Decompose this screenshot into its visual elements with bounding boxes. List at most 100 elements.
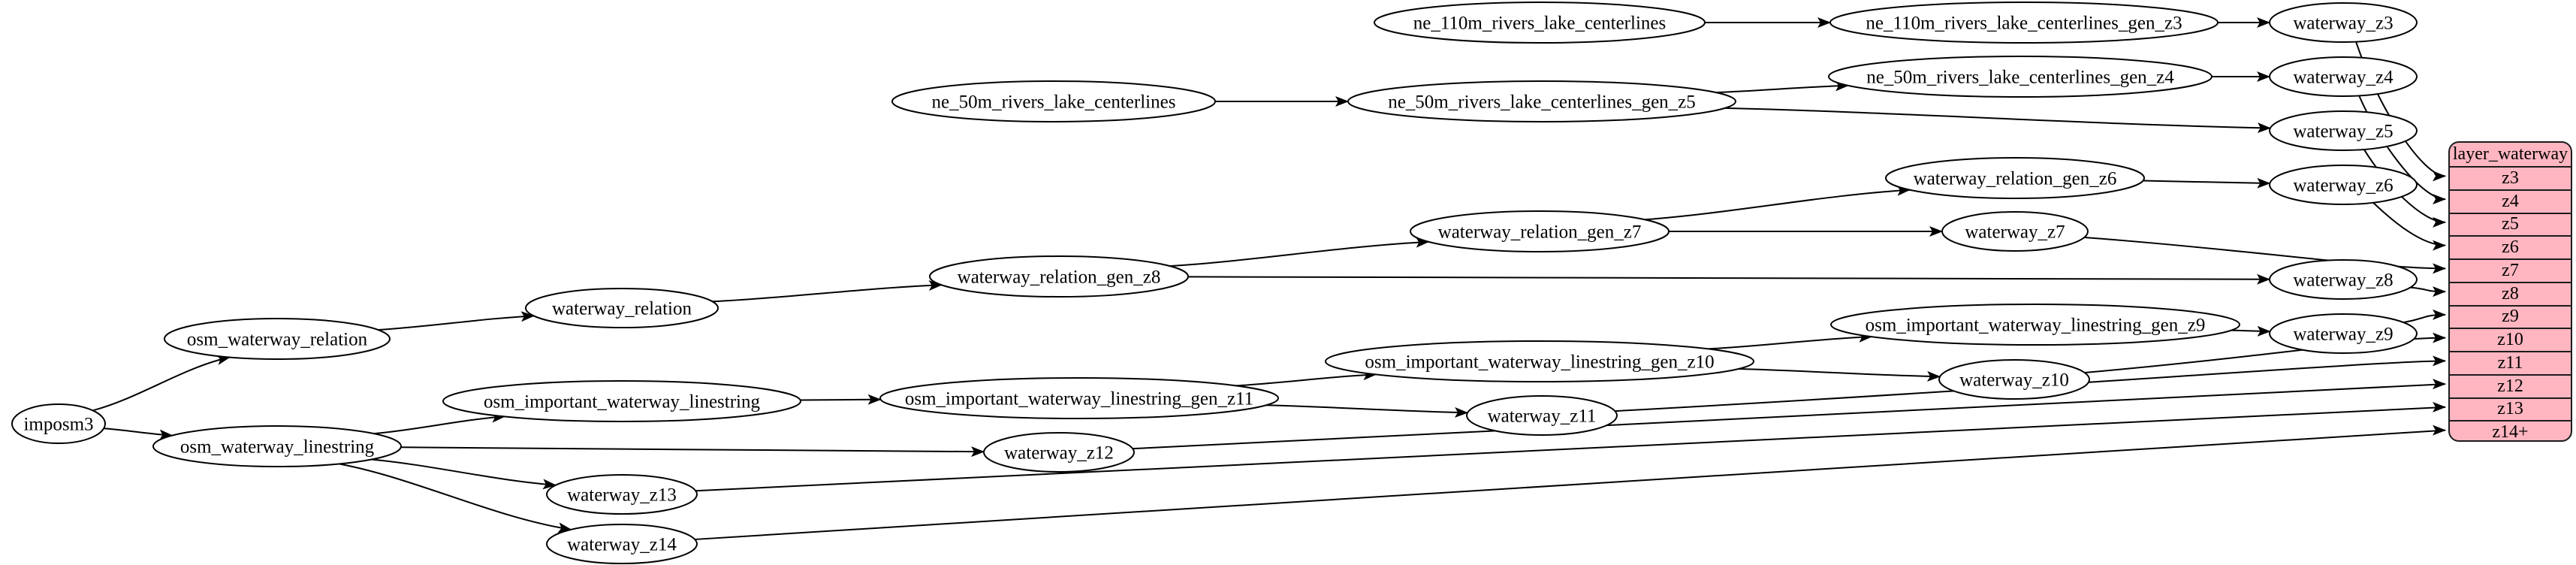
node-ellipse	[1830, 304, 2240, 346]
edge-osm_waterway_linestring-to-waterway_z12	[400, 446, 985, 458]
node-waterway_z11: waterway_z11	[1466, 395, 1618, 436]
node-waterway_z12: waterway_z12	[983, 432, 1135, 473]
node-waterway_z6: waterway_z6	[2269, 165, 2418, 205]
node-waterway_z10: waterway_z10	[1938, 359, 2090, 400]
edge-osm_important_waterway_linestring_gen_z11-to-osm_important_waterway_linestring_gen_z10	[1235, 370, 1377, 387]
table-row-z14+: z14+	[2450, 420, 2571, 440]
table-row-z4: z4	[2450, 189, 2571, 213]
edge-ne_50m_rivers_lake_centerlines_gen_z5-to-waterway_z5	[1724, 107, 2271, 134]
node-waterway_z14: waterway_z14	[546, 524, 698, 564]
node-label: waterway_z11	[1488, 406, 1597, 426]
node-osm_waterway_linestring: osm_waterway_linestring	[152, 425, 402, 467]
node-label: waterway_z9	[2293, 324, 2393, 344]
node-ne_110m_rivers_lake_centerlines: ne_110m_rivers_lake_centerlines	[1374, 2, 1706, 44]
node-waterway_z3: waterway_z3	[2269, 2, 2418, 43]
node-ellipse	[1941, 211, 2089, 252]
node-waterway_z9: waterway_z9	[2269, 313, 2418, 354]
edge-waterway_relation_gen_z7-to-waterway_relation_gen_z6	[1644, 185, 1911, 221]
node-label: osm_waterway_linestring	[180, 437, 375, 457]
edge-osm_important_waterway_linestring_gen_z11-to-waterway_z11	[1265, 404, 1469, 418]
node-label: ne_110m_rivers_lake_centerlines	[1413, 13, 1666, 33]
edge-osm_waterway_relation-to-waterway_relation	[378, 311, 535, 331]
node-label: imposm3	[23, 414, 93, 434]
edge-osm_important_waterway_linestring_gen_z10-to-osm_important_waterway_linestring_gen_z9	[1708, 331, 1873, 350]
edge-waterway_relation_gen_z8-to-waterway_relation_gen_z7	[1169, 237, 1430, 267]
node-ellipse	[2269, 110, 2418, 151]
node-label: waterway_z8	[2293, 270, 2393, 290]
node-osm_important_waterway_linestring_gen_z11: osm_important_waterway_linestring_gen_z1…	[879, 377, 1279, 419]
node-label: ne_110m_rivers_lake_centerlines_gen_z3	[1866, 13, 2182, 33]
node-label: osm_important_waterway_linestring	[484, 391, 760, 412]
node-waterway_z4: waterway_z4	[2269, 56, 2418, 97]
table-row-z9: z9	[2450, 304, 2571, 328]
node-osm_important_waterway_linestring_gen_z9: osm_important_waterway_linestring_gen_z9	[1830, 304, 2240, 346]
node-waterway_relation: waterway_relation	[525, 288, 719, 328]
node-label: waterway_z14	[567, 534, 677, 554]
table-row-z6: z6	[2450, 235, 2571, 258]
node-label: ne_50m_rivers_lake_centerlines_gen_z4	[1866, 67, 2174, 87]
node-label: waterway_z7	[1965, 222, 2065, 242]
node-label: waterway_relation_gen_z8	[958, 267, 1161, 287]
node-label: waterway_z5	[2293, 121, 2393, 141]
edge-osm_important_waterway_linestring_gen_z9-to-waterway_z9	[2231, 325, 2271, 337]
node-label: osm_important_waterway_linestring_gen_z1…	[1365, 352, 1714, 372]
node-ellipse	[546, 524, 698, 564]
node-ellipse	[2269, 313, 2418, 354]
node-label: ne_50m_rivers_lake_centerlines_gen_z5	[1388, 92, 1696, 112]
node-label: waterway_z6	[2293, 175, 2393, 195]
edge-waterway_z7-to-z7	[2084, 236, 2446, 274]
node-ellipse	[983, 432, 1135, 473]
node-ne_50m_rivers_lake_centerlines: ne_50m_rivers_lake_centerlines	[891, 80, 1216, 122]
node-ne_50m_rivers_lake_centerlines_gen_z4: ne_50m_rivers_lake_centerlines_gen_z4	[1828, 56, 2213, 98]
table-row-z3: z3	[2450, 166, 2571, 189]
node-ellipse	[1828, 56, 2213, 98]
node-ellipse	[164, 318, 391, 360]
node-label: waterway_z3	[2293, 13, 2393, 33]
node-imposm3: imposm3	[11, 403, 106, 444]
node-label: osm_important_waterway_linestring_gen_z9	[1866, 315, 2206, 335]
edge-waterway_relation_gen_z6-to-waterway_z6	[2143, 177, 2271, 189]
edge-waterway_relation_gen_z8-to-waterway_z8	[1187, 273, 2270, 285]
edge-waterway_z14-to-z14+	[695, 425, 2446, 540]
node-ellipse	[929, 255, 1189, 298]
node-waterway_relation_gen_z8: waterway_relation_gen_z8	[929, 255, 1189, 298]
node-osm_important_waterway_linestring_gen_z10: osm_important_waterway_linestring_gen_z1…	[1325, 340, 1754, 382]
node-ellipse	[546, 474, 698, 515]
node-ellipse	[891, 80, 1216, 122]
node-ellipse	[1325, 340, 1754, 382]
node-waterway_z7: waterway_z7	[1941, 211, 2089, 252]
node-ellipse	[1829, 2, 2219, 44]
edge-waterway_z8-to-z8	[2410, 286, 2446, 298]
edge-osm_waterway_linestring-to-waterway_z14	[339, 463, 572, 533]
edge-waterway_relation-to-waterway_relation_gen_z8	[712, 279, 943, 303]
table-header: layer_waterway	[2452, 144, 2568, 164]
node-ellipse	[2269, 2, 2418, 43]
node-label: waterway_relation	[552, 298, 692, 319]
edge-osm_waterway_linestring-to-osm_important_waterway_linestring	[373, 412, 506, 435]
table-row-z5: z5	[2450, 212, 2571, 236]
nodes-layer: imposm3 osm_waterway_relation osm_waterway…	[11, 2, 2418, 564]
table-row-z7: z7	[2450, 258, 2571, 282]
node-label: ne_50m_rivers_lake_centerlines	[932, 92, 1176, 112]
node-ne_50m_rivers_lake_centerlines_gen_z5: ne_50m_rivers_lake_centerlines_gen_z5	[1347, 80, 1736, 122]
node-label: waterway_z4	[2293, 67, 2394, 87]
node-waterway_relation_gen_z6: waterway_relation_gen_z6	[1885, 157, 2145, 199]
node-label: waterway_z10	[1959, 370, 2069, 390]
node-waterway_z8: waterway_z8	[2269, 259, 2418, 300]
edges-layer	[92, 17, 2446, 540]
node-ellipse	[879, 377, 1279, 419]
table-row-z12: z12	[2450, 373, 2571, 397]
node-ellipse	[152, 425, 402, 467]
edge-osm_important_waterway_linestring_gen_z10-to-waterway_z10	[1738, 368, 1941, 382]
node-ellipse	[525, 288, 719, 328]
edge-waterway_z6-to-z6	[2372, 202, 2446, 251]
node-ellipse	[2269, 56, 2418, 97]
node-label: waterway_z12	[1004, 443, 1114, 463]
edge-imposm3-to-osm_waterway_relation	[92, 355, 231, 412]
node-label: osm_important_waterway_linestring_gen_z1…	[905, 388, 1253, 409]
table-row-z8: z8	[2450, 281, 2571, 305]
node-label: waterway_relation_gen_z6	[1914, 168, 2117, 189]
node-osm_waterway_relation: osm_waterway_relation	[164, 318, 391, 360]
